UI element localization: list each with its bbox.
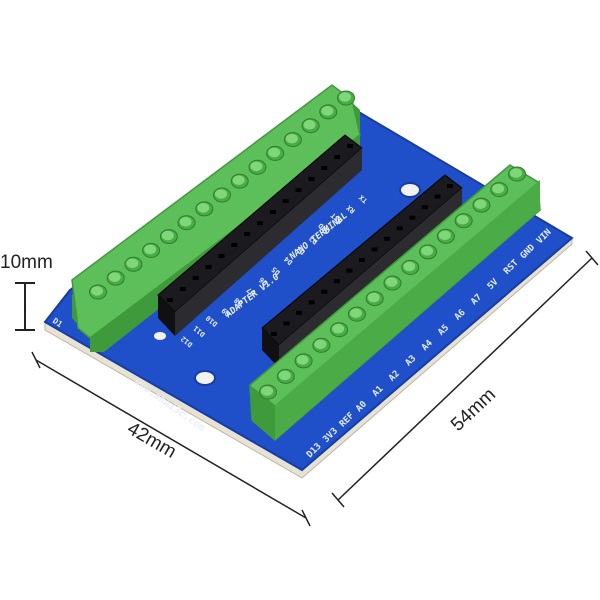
header-socket xyxy=(231,243,238,247)
mount-hole xyxy=(154,332,166,340)
pin-label: D6 xyxy=(258,275,270,287)
mount-hole xyxy=(399,182,421,198)
pin-label: D2 xyxy=(308,234,320,246)
header-socket xyxy=(396,226,403,231)
terminal-screw xyxy=(472,197,491,213)
terminal-screw xyxy=(106,270,125,286)
terminal-screw xyxy=(283,132,302,148)
header-socket xyxy=(333,279,340,284)
pin-label: D9 xyxy=(220,306,232,318)
terminal-screw xyxy=(266,145,285,161)
header-socket xyxy=(295,188,302,192)
terminal-screw xyxy=(365,291,384,307)
terminal-screw xyxy=(89,284,107,300)
header-socket xyxy=(321,289,328,294)
header-socket xyxy=(421,205,428,210)
terminal-screw xyxy=(436,228,455,244)
header-socket xyxy=(296,310,303,315)
header-socket xyxy=(218,254,225,258)
terminal-screw xyxy=(319,104,338,120)
terminal-screw xyxy=(454,213,473,229)
height-label: 10mm xyxy=(0,252,53,273)
header-socket xyxy=(283,321,290,326)
left-female-header xyxy=(157,134,363,336)
header-socket xyxy=(179,287,186,291)
pin-label: D7 xyxy=(245,286,257,298)
header-socket xyxy=(269,210,276,214)
pin-label: D8 xyxy=(233,296,245,308)
terminal-screw xyxy=(294,353,313,369)
terminal-screw xyxy=(347,306,366,322)
terminal-screw xyxy=(259,384,277,400)
terminal-screw xyxy=(383,275,402,291)
terminal-screw xyxy=(248,159,267,175)
header-socket xyxy=(308,300,315,305)
right-terminal-block xyxy=(249,164,541,441)
pin-label: D4 xyxy=(283,255,295,267)
width-label: 42mm xyxy=(124,418,180,463)
terminal-screw xyxy=(195,201,214,217)
terminal-screw xyxy=(177,215,196,231)
pin-label: D3 xyxy=(295,244,307,256)
mount-hole xyxy=(194,370,216,386)
header-socket xyxy=(371,247,378,252)
header-socket xyxy=(282,199,289,203)
dimension-height: 10mm xyxy=(0,252,53,331)
header-socket xyxy=(244,232,251,236)
terminal-screw xyxy=(124,256,143,272)
terminal-screw xyxy=(419,244,438,260)
terminal-screw xyxy=(142,242,161,258)
header-socket xyxy=(192,276,199,280)
terminal-screw xyxy=(401,259,420,275)
terminal-screw xyxy=(312,337,331,353)
terminal-screw xyxy=(490,182,509,198)
header-socket xyxy=(359,258,365,262)
header-socket xyxy=(434,194,441,199)
header-socket xyxy=(346,268,353,273)
header-socket xyxy=(205,265,212,269)
pin-label: D5 xyxy=(270,265,282,277)
terminal-screw xyxy=(230,173,249,189)
length-label: 54mm xyxy=(447,384,500,435)
header-socket xyxy=(271,332,277,336)
header-socket xyxy=(321,166,328,170)
terminal-screw xyxy=(301,118,320,134)
header-socket xyxy=(257,221,263,225)
terminal-screw xyxy=(213,187,231,203)
terminal-screw xyxy=(159,229,178,245)
header-socket xyxy=(167,298,173,302)
terminal-screw xyxy=(276,368,295,384)
header-socket xyxy=(384,236,391,241)
header-socket xyxy=(447,184,453,188)
header-socket xyxy=(334,155,341,159)
header-socket xyxy=(308,177,315,181)
header-socket xyxy=(409,215,416,220)
terminal-screw xyxy=(337,90,355,106)
terminal-screw xyxy=(330,322,349,338)
header-socket xyxy=(347,144,353,148)
terminal-screw xyxy=(508,166,526,182)
